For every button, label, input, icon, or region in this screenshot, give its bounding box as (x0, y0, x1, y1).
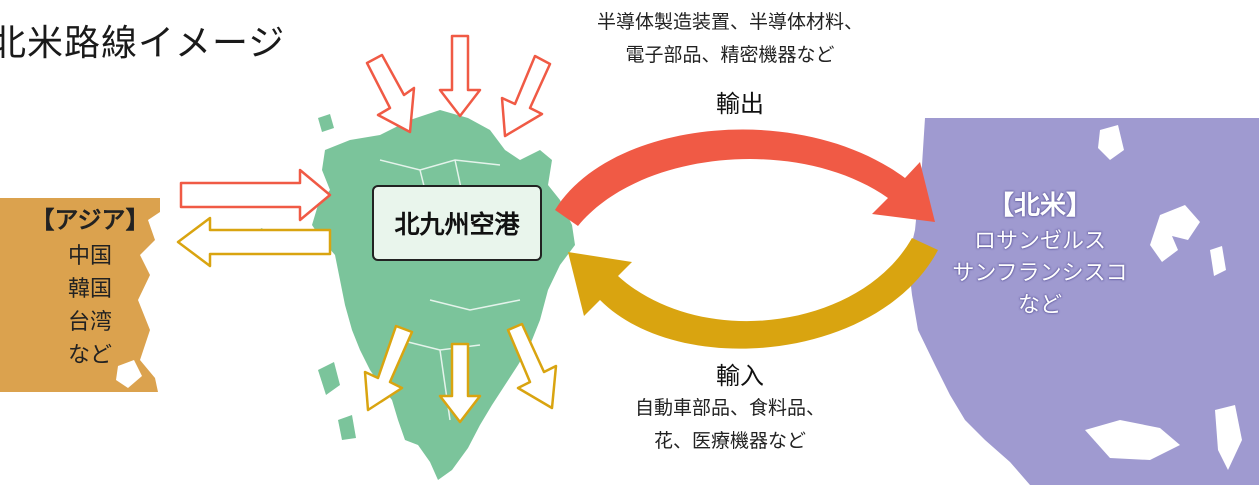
north-america-item: ロサンゼルス (973, 229, 1106, 254)
asia-item: 台湾 (67, 310, 112, 335)
import-label: 輸入 (716, 362, 764, 390)
outbound-arrow-2 (363, 324, 414, 412)
asia-item: 韓国 (67, 277, 112, 302)
asia-title: 【アジア】 (30, 206, 150, 234)
north-america-item: など (1017, 293, 1062, 318)
inbound-arrow-1 (365, 53, 416, 134)
inbound-arrow-3 (500, 54, 552, 138)
outbound-arrow-1 (176, 216, 332, 268)
outbound-arrow-3 (438, 342, 482, 424)
great-lakes-shape (1150, 205, 1200, 262)
export-goods-text: 半導体製造装置、半導体材料、 電子部品、精密機器など (560, 6, 900, 72)
asia-region: 【アジア】 中国 韓国 台湾 など (20, 200, 160, 372)
florida-shape (1215, 405, 1242, 470)
asia-item: など (67, 343, 112, 368)
inbound-arrow-2 (438, 34, 482, 118)
export-label: 輸出 (716, 90, 764, 118)
hudson-shape (1098, 125, 1124, 160)
island-south (338, 415, 356, 440)
north-america-landmass (908, 118, 1259, 485)
page-title: 北米路線イメージ (0, 23, 286, 64)
import-goods-line-1: 自動車部品、食料品、 (634, 397, 825, 419)
asia-landmass (0, 198, 160, 392)
island-iki (318, 114, 334, 132)
island-amakusa (318, 362, 340, 395)
export-arrow (555, 129, 935, 226)
inbound-arrow-4 (179, 168, 332, 222)
export-goods-line-2: 電子部品、精密機器など (625, 44, 835, 66)
lake-shape (1210, 246, 1226, 276)
north-america-region: 【北米】 ロサンゼルス サンフランシスコ など (950, 186, 1130, 322)
asia-coast-notch (116, 360, 142, 388)
north-america-item: サンフランシスコ (952, 261, 1128, 286)
import-arrow (568, 238, 938, 349)
airport-label: 北九州空港 (394, 210, 520, 239)
outbound-arrow-4 (506, 322, 558, 410)
import-goods-text: 自動車部品、食料品、 花、医療機器など (560, 392, 900, 458)
gulf-shape (1085, 420, 1180, 460)
export-goods-line-1: 半導体製造装置、半導体材料、 (596, 11, 863, 33)
airport-box: 北九州空港 (372, 185, 542, 261)
import-goods-line-2: 花、医療機器など (653, 430, 806, 452)
asia-item: 中国 (67, 244, 112, 269)
north-america-title: 【北米】 (987, 191, 1092, 221)
